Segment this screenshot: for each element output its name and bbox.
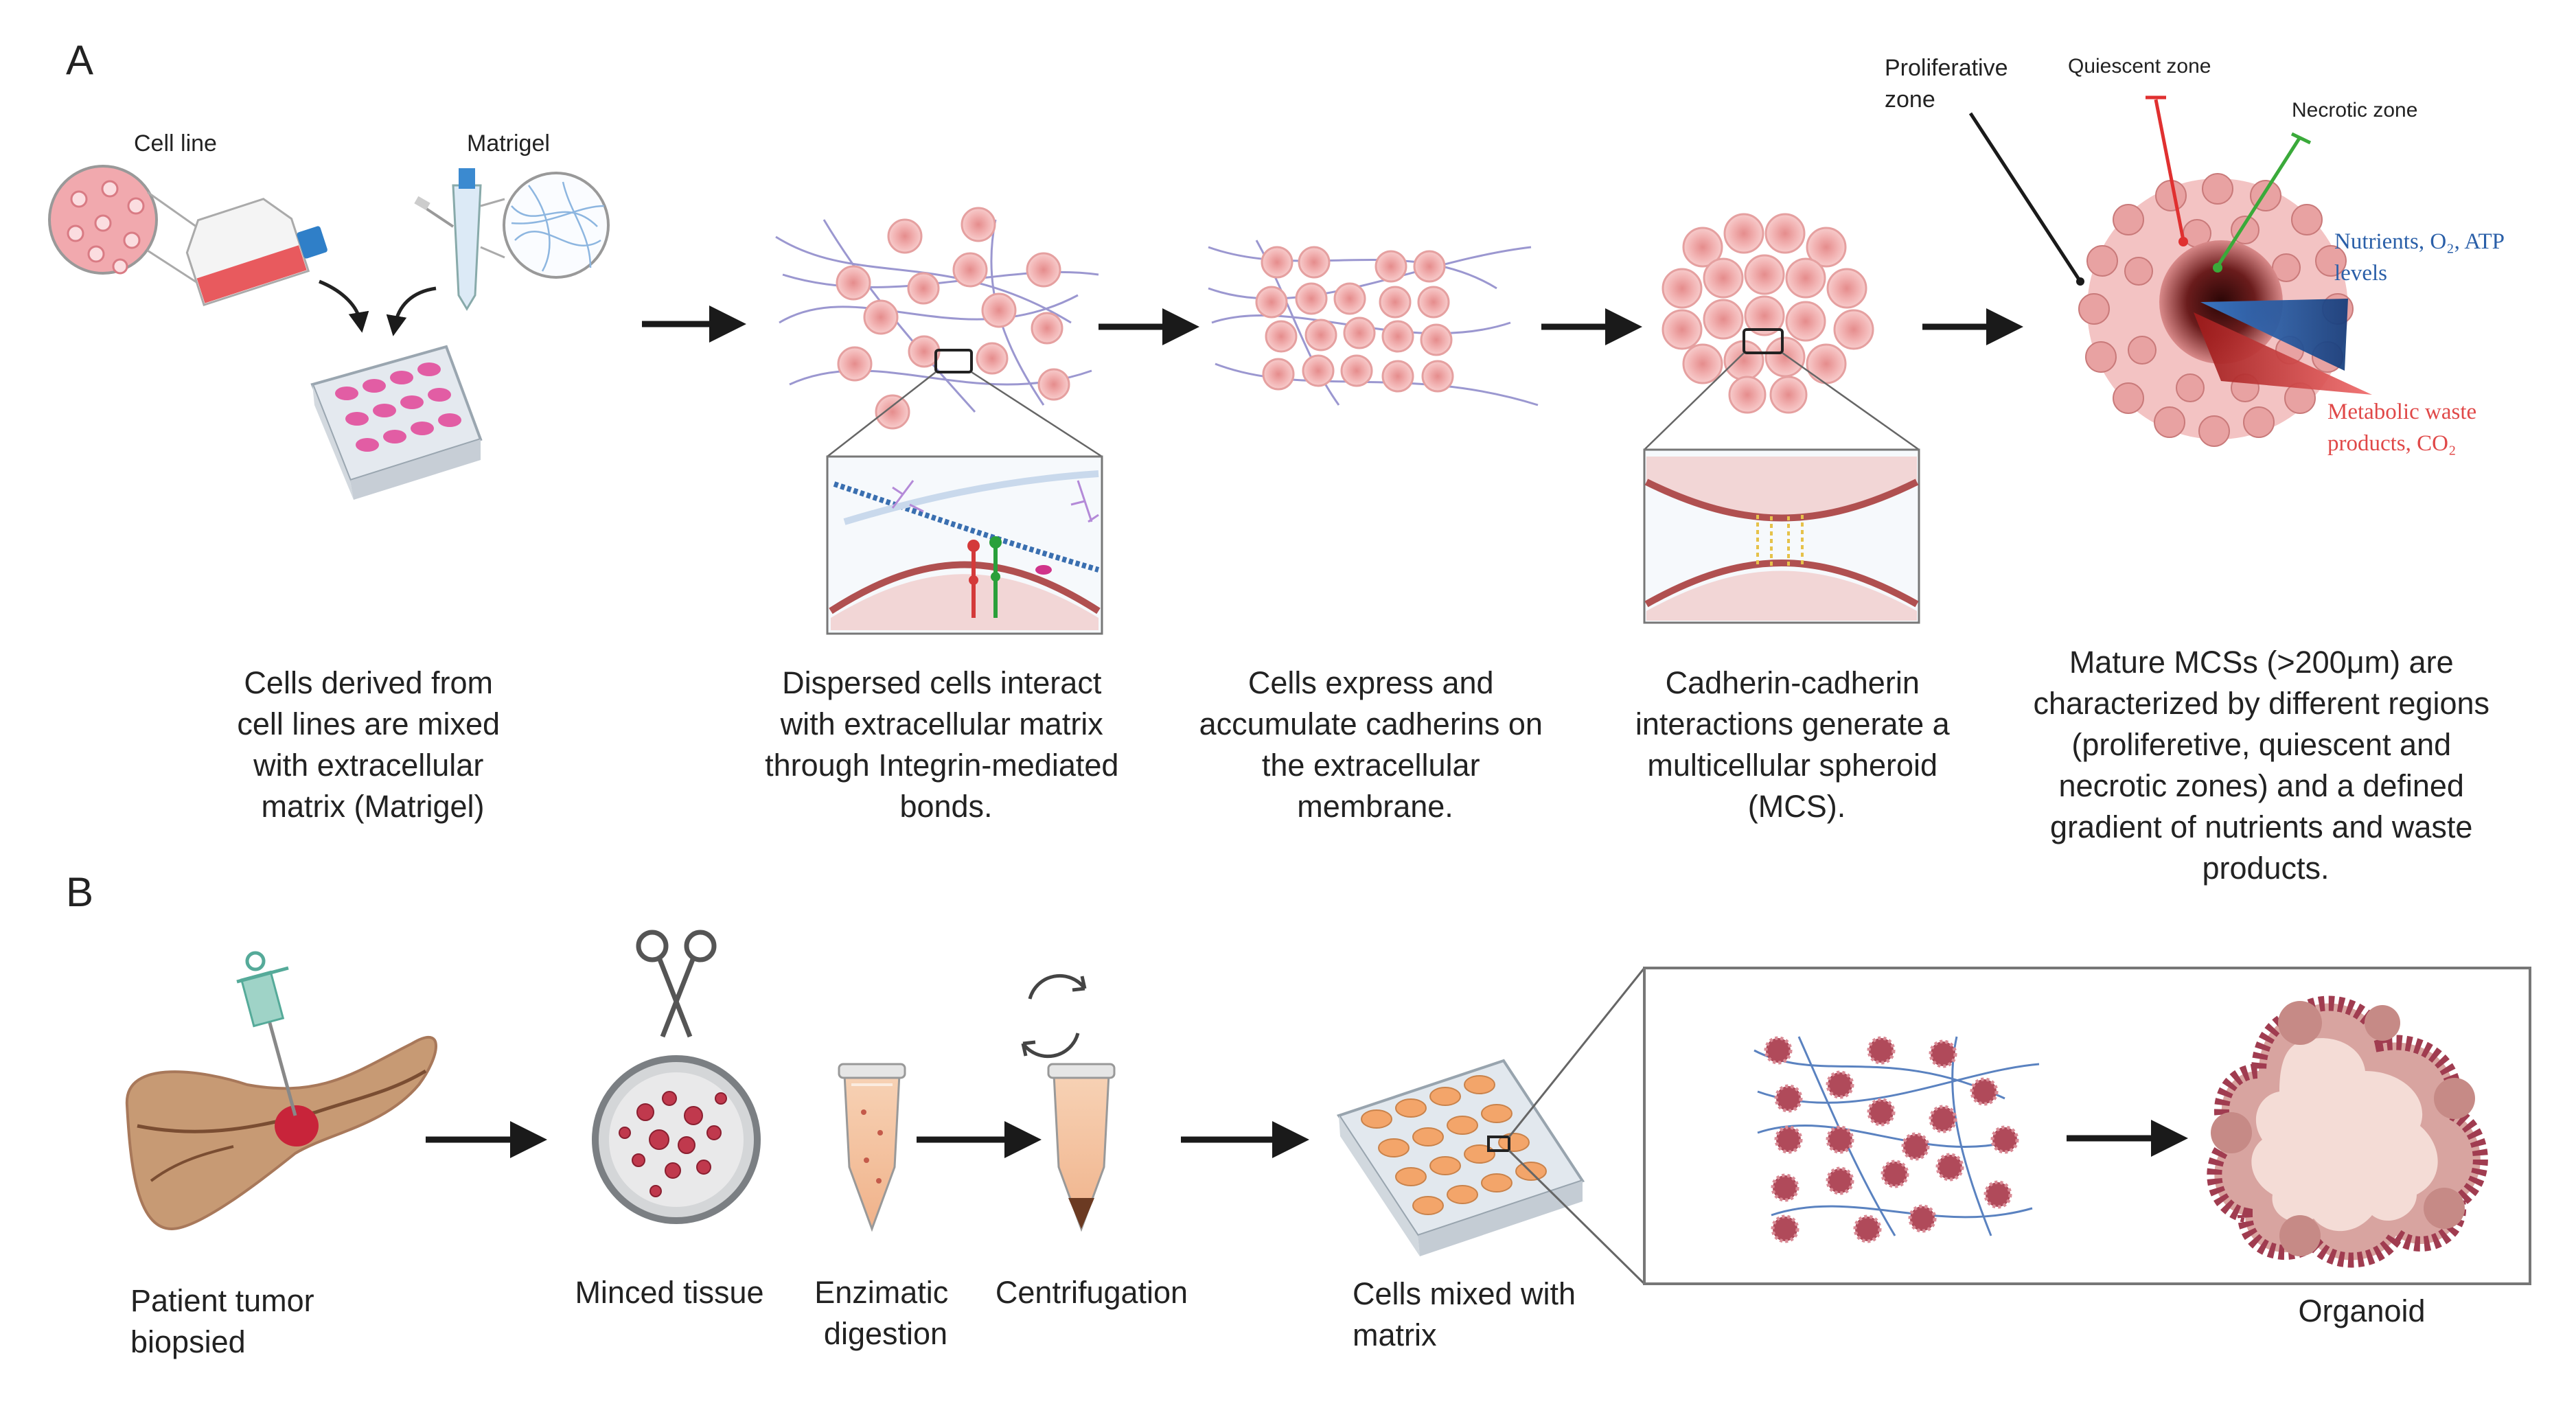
caption-b2: Minced tissue xyxy=(575,1275,763,1310)
caption-b4: Centrifugation xyxy=(996,1275,1188,1310)
well-plate-icon xyxy=(310,345,483,500)
dispersed-cells xyxy=(836,207,1070,430)
step3-fibers xyxy=(1208,240,1539,406)
panel-b-letter: B xyxy=(66,869,93,915)
pancreas-illustration xyxy=(125,951,437,1231)
quiescent-pointer xyxy=(2154,99,2185,241)
caption-a1: Cells derived from cell lines are mixed … xyxy=(237,665,508,824)
cadherin-bonds xyxy=(1756,515,1804,566)
panel-a-letter: A xyxy=(66,37,93,83)
culture-flask-icon xyxy=(185,198,327,307)
step2-illustration xyxy=(775,207,1103,635)
proliferative-zone-label: Proliferative zone xyxy=(1885,55,2014,113)
caption-b6: Organoid xyxy=(2298,1293,2425,1328)
cell-line-label: Cell line xyxy=(134,130,217,157)
caption-a3: Cells express and accumulate cadherins o… xyxy=(1199,665,1552,824)
step3-cells xyxy=(1255,246,1454,393)
cell-line-cells xyxy=(67,180,145,275)
waste-gradient-label: Metabolic waste products, CO₂ xyxy=(2327,400,2482,456)
matrigel-label: Matrigel xyxy=(467,130,550,157)
integrin-receptors xyxy=(967,536,1052,618)
quiescent-zone-label: Quiescent zone xyxy=(2068,55,2211,78)
nutrient-gradient-wedge xyxy=(2200,299,2348,371)
spheroid-cells xyxy=(1661,213,1874,414)
step4-illustration xyxy=(1643,213,1920,624)
proliferative-pointer xyxy=(1968,112,2082,283)
matrigel-fibers xyxy=(511,181,605,272)
matrix-embedded-cells xyxy=(1753,1036,2040,1243)
waste-gradient-wedge xyxy=(2194,312,2372,395)
matrigel-magnifier xyxy=(503,172,610,279)
step5-illustration xyxy=(1968,95,2372,447)
tissue-fragments xyxy=(619,1091,727,1197)
caption-b5: Cells mixed with matrix xyxy=(1353,1276,1585,1352)
caption-a5: Mature MCSs (>200μm) are characterized b… xyxy=(2033,645,2498,886)
enzymatic-tube-icon xyxy=(838,1063,906,1232)
step1-illustration xyxy=(48,165,610,500)
caption-a2: Dispersed cells interact with extracellu… xyxy=(765,665,1127,824)
nutrients-gradient-label: Nutrients, O₂, ATP levels xyxy=(2334,229,2509,286)
pipette-icon xyxy=(414,168,482,311)
caption-b1: Patient tumor biopsied xyxy=(130,1283,323,1359)
biopsy-needle-icon xyxy=(236,951,297,1116)
step3-illustration xyxy=(1208,240,1539,406)
caption-a4: Cadherin-cadherin interactions generate … xyxy=(1635,665,1958,824)
centrifuge-tube-icon xyxy=(1047,1063,1116,1232)
rotation-icon xyxy=(1021,973,1087,1059)
scissors-icon xyxy=(636,930,717,1038)
necrotic-zone-label: Necrotic zone xyxy=(2292,99,2417,122)
caption-b3: Enzimatic digestion xyxy=(814,1275,957,1351)
minced-tissue-illustration xyxy=(592,930,761,1224)
tumor xyxy=(275,1105,319,1146)
matrix-plate-icon xyxy=(1336,1059,1585,1256)
organoid-illustration xyxy=(2207,995,2488,1268)
necrotic-pointer xyxy=(2216,136,2302,268)
